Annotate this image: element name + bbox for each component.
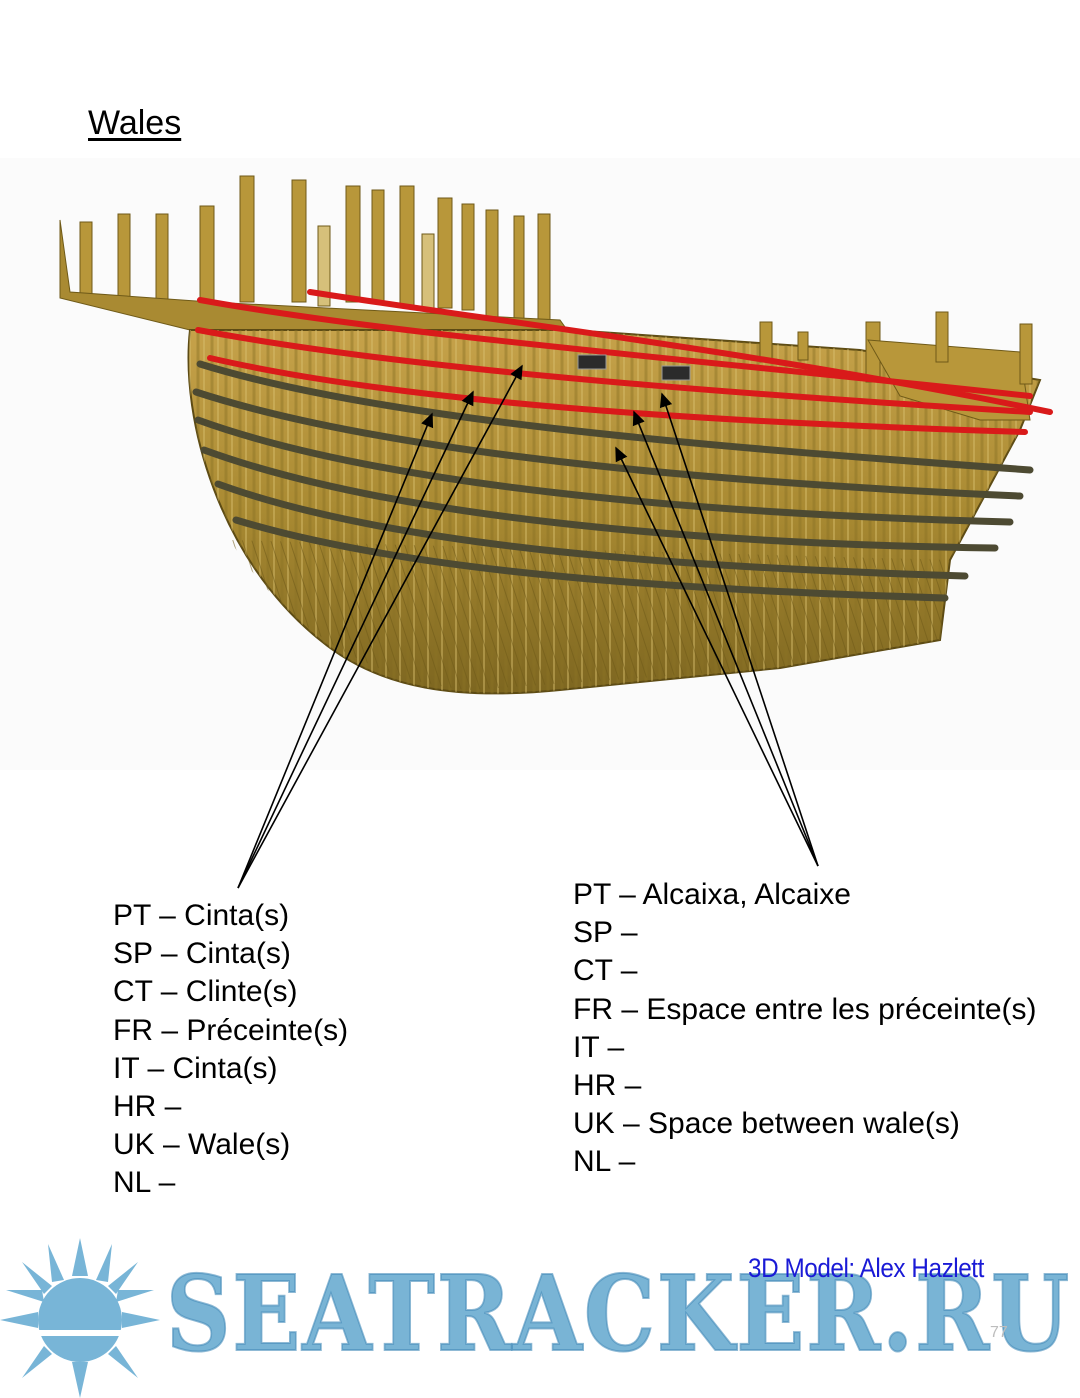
list-item: NL – <box>573 1145 636 1179</box>
space-between-wales-terms-list: PT – Alcaixa, Alcaixe SP – CT – FR – Esp… <box>573 876 1037 1182</box>
list-item: PT – Cinta(s) <box>113 899 290 932</box>
wale-terms-list: PT – Cinta(s) SP – Cinta(s) CT – Clinte(… <box>113 897 348 1203</box>
list-item: CT – <box>573 954 638 988</box>
list-item: IT – Cinta(s) <box>113 1051 278 1085</box>
list-item: NL – <box>113 1166 176 1200</box>
list-item: FR – Préceinte(s) <box>113 1013 349 1047</box>
watermark-text: SEATRACKER.RU <box>165 1252 1071 1375</box>
list-item: CT – Clinte(s) <box>113 975 298 1009</box>
page-title: Wales <box>88 104 182 142</box>
list-item: HR – <box>573 1069 642 1103</box>
ship-hull-figure <box>0 158 1080 770</box>
page-number: 77 <box>990 1324 1008 1341</box>
list-item: IT – <box>573 1030 625 1064</box>
list-item: SP – Cinta(s) <box>113 937 291 971</box>
list-item: SP – <box>573 916 638 950</box>
list-item: FR – Espace entre les préceinte(s) <box>573 992 1037 1026</box>
list-item: UK – Space between wale(s) <box>573 1107 960 1141</box>
list-item: UK – Wale(s) <box>113 1128 291 1162</box>
sun-icon <box>0 1238 160 1398</box>
list-item: HR – <box>113 1090 182 1124</box>
deck-posts <box>79 175 551 323</box>
model-credit: 3D Model: Alex Hazlett <box>748 1253 984 1283</box>
list-item: PT – Alcaixa, Alcaixe <box>573 878 851 911</box>
